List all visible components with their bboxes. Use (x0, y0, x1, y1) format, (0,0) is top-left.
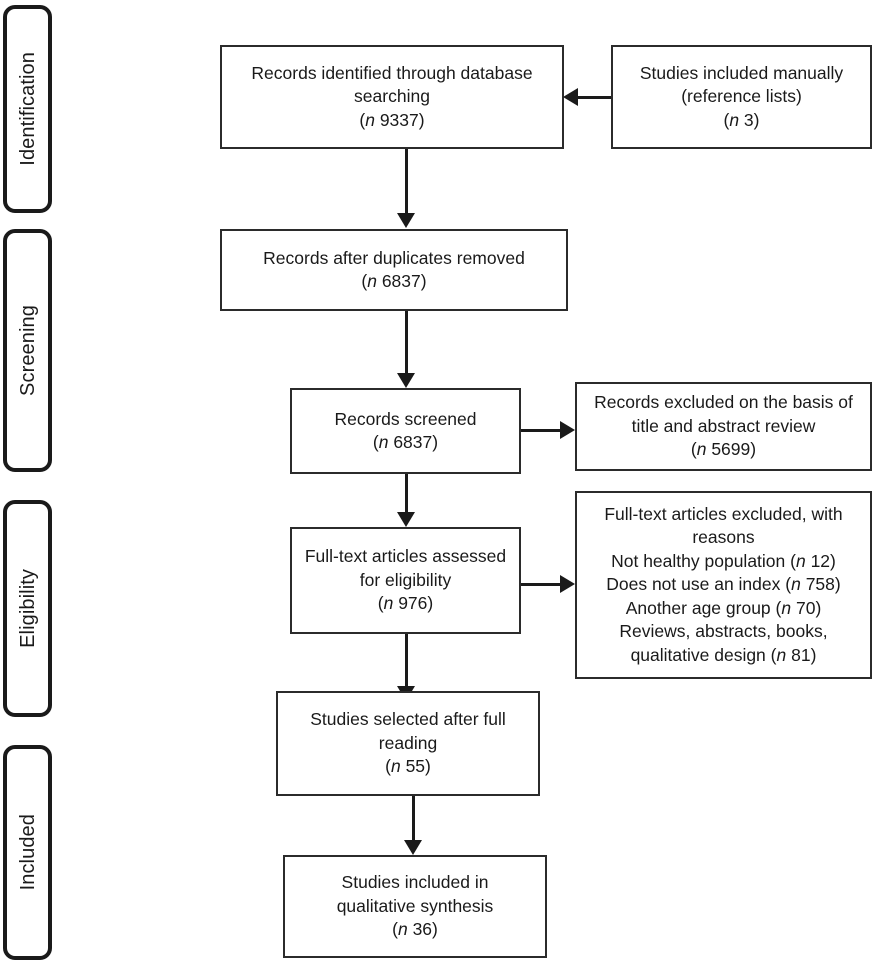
box-studies-selected-line-1: Studies selected after full (310, 709, 506, 730)
exclusion-reason-1-text: Not healthy population (611, 550, 786, 571)
stage-screening: Screening (3, 229, 52, 472)
connector-fulltext-to-selected (405, 634, 408, 686)
stage-identification-label: Identification (16, 52, 39, 166)
box-studies-selected: Studies selected after full reading (n 5… (276, 691, 540, 796)
exclusion-reason-4-continuation: qualitative design (630, 644, 766, 665)
box-database-search-line-1: Records identified through database (251, 62, 533, 83)
connector-screened-to-excluded (521, 429, 560, 432)
box-records-excluded-line-2: title and abstract review (631, 415, 816, 436)
n-italic: n (390, 756, 401, 777)
box-duplicates-removed-text: Records after duplicates removed (n 6837… (263, 247, 525, 294)
connector-database-to-duplicates (405, 149, 408, 213)
n-italic: n (365, 109, 375, 130)
box-studies-included-line-1: Studies included in (341, 872, 489, 893)
box-fulltext-assessed: Full-text articles assessed for eligibil… (290, 527, 521, 634)
exclusion-reason-2: Does not use an index (n 758) (606, 574, 841, 595)
box-fulltext-excluded-heading-1: Full-text articles excluded, with (604, 503, 843, 524)
box-studies-included-line-2: qualitative synthesis (336, 895, 494, 916)
box-records-screened-line-1: Records screened (334, 408, 477, 429)
arrow-duplicates-to-screened (397, 373, 415, 388)
count-value: 9337 (379, 109, 419, 130)
arrow-manual-to-database (563, 88, 578, 106)
box-manual-inclusion-text: Studies included manually (reference lis… (640, 62, 843, 132)
box-fulltext-excluded-text: Full-text articles excluded, with reason… (604, 503, 842, 667)
box-studies-selected-text: Studies selected after full reading (n 5… (310, 708, 506, 778)
box-manual-inclusion-line-1: Studies included manually (639, 62, 844, 83)
count-value: 976 (398, 593, 428, 614)
stage-screening-label: Screening (16, 305, 39, 396)
exclusion-reason-2-text: Does not use an index (606, 574, 781, 595)
n-italic: n (383, 593, 394, 614)
box-manual-inclusion-count: (n 3) (723, 109, 760, 130)
count-value: 12 (810, 550, 831, 571)
stage-included: Included (3, 745, 52, 960)
box-fulltext-assessed-line-2: for eligibility (359, 569, 452, 590)
count-value: 758 (805, 574, 835, 595)
box-records-screened: Records screened (n 6837) (290, 388, 521, 474)
box-duplicates-removed-line-1: Records after duplicates removed (263, 247, 525, 268)
stage-eligibility-label: Eligibility (16, 569, 39, 648)
n-italic: n (781, 597, 792, 618)
box-duplicates-removed: Records after duplicates removed (n 6837… (220, 229, 568, 311)
n-italic: n (729, 109, 740, 130)
box-database-search-line-2: searching (354, 86, 430, 107)
n-italic: n (378, 432, 389, 452)
box-studies-selected-line-2: reading (378, 732, 438, 753)
box-records-screened-count: (n 6837) (372, 432, 439, 452)
box-records-excluded-text: Records excluded on the basis of title a… (594, 391, 853, 461)
box-records-excluded-count: (n 5699) (690, 439, 757, 460)
box-fulltext-assessed-count: (n 976) (377, 593, 434, 614)
box-fulltext-excluded: Full-text articles excluded, with reason… (575, 491, 872, 679)
count-value: 3 (743, 109, 754, 130)
connector-selected-to-included (412, 796, 415, 840)
box-studies-included-count: (n 36) (392, 919, 438, 940)
exclusion-reason-3: Another age group (n 70) (625, 597, 822, 618)
stage-eligibility: Eligibility (3, 500, 52, 717)
exclusion-reason-3-text: Another age group (625, 597, 771, 618)
connector-fulltext-to-excluded (521, 583, 560, 586)
n-italic: n (791, 574, 801, 595)
arrow-screened-to-excluded (560, 421, 575, 439)
n-italic: n (776, 644, 787, 665)
arrow-screened-to-fulltext (397, 512, 415, 527)
box-studies-included-text: Studies included in qualitative synthesi… (337, 871, 494, 941)
n-italic: n (397, 919, 408, 940)
box-database-search-text: Records identified through database sear… (251, 62, 532, 132)
count-value: 55 (405, 756, 426, 777)
count-value: 81 (791, 644, 811, 665)
connector-manual-to-database (578, 96, 611, 99)
stage-identification: Identification (3, 5, 52, 213)
arrow-database-to-duplicates (397, 213, 415, 228)
exclusion-reason-4-line-2: qualitative design (n 81) (630, 644, 817, 665)
box-studies-selected-count: (n 55) (385, 756, 431, 777)
arrow-fulltext-to-excluded (560, 575, 575, 593)
count-value: 6837 (381, 271, 421, 291)
arrow-selected-to-included (404, 840, 422, 855)
box-studies-included: Studies included in qualitative synthesi… (283, 855, 547, 958)
n-italic: n (795, 550, 806, 571)
box-records-screened-text: Records screened (n 6837) (334, 408, 476, 455)
box-manual-inclusion-line-2: (reference lists) (681, 86, 802, 107)
box-duplicates-removed-count: (n 6837) (361, 271, 427, 291)
box-fulltext-assessed-line-1: Full-text articles assessed (304, 546, 507, 567)
count-value: 36 (412, 919, 433, 940)
box-database-search-count: (n 9337) (359, 109, 425, 130)
count-value: 5699 (711, 439, 751, 460)
exclusion-reason-4-line-1: Reviews, abstracts, books, (619, 621, 828, 642)
count-value: 70 (795, 597, 816, 618)
box-records-excluded-line-1: Records excluded on the basis of (594, 392, 853, 413)
box-fulltext-assessed-text: Full-text articles assessed for eligibil… (305, 545, 506, 615)
box-manual-inclusion: Studies included manually (reference lis… (611, 45, 872, 149)
count-value: 6837 (393, 432, 433, 452)
stage-included-label: Included (16, 814, 39, 891)
connector-duplicates-to-screened (405, 311, 408, 373)
box-database-search: Records identified through database sear… (220, 45, 564, 149)
n-italic: n (696, 439, 707, 460)
box-fulltext-excluded-heading-2: reasons (692, 527, 755, 548)
connector-screened-to-fulltext (405, 474, 408, 512)
exclusion-reason-1: Not healthy population (n 12) (611, 550, 836, 571)
box-records-excluded: Records excluded on the basis of title a… (575, 382, 872, 471)
n-italic: n (367, 271, 377, 291)
